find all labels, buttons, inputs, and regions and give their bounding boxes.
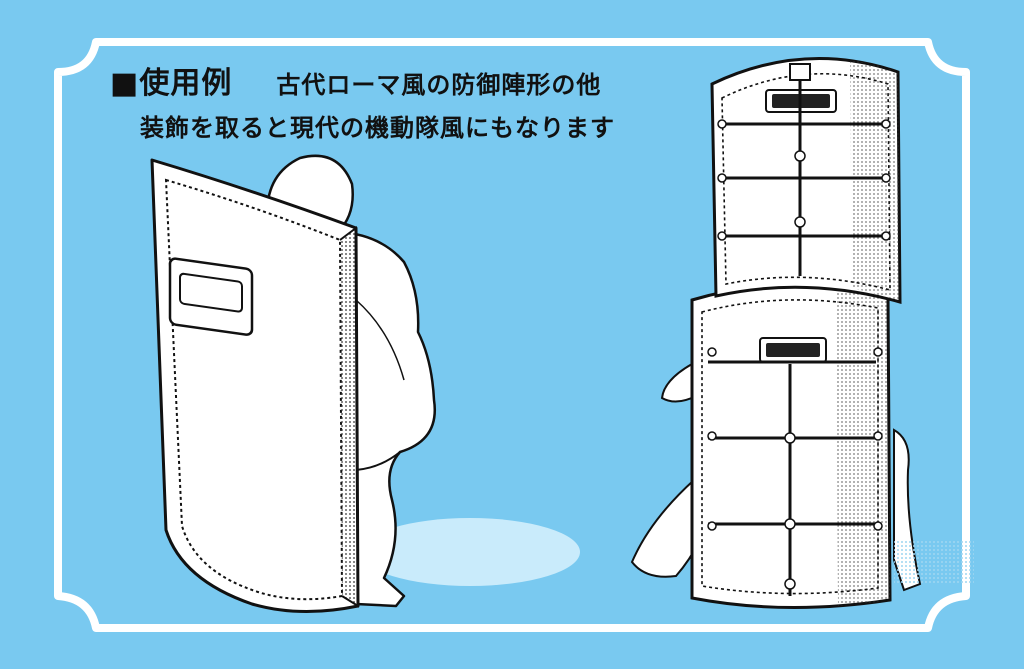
caption-line-2: 装飾を取ると現代の機動隊風にもなります: [140, 114, 615, 142]
floor-shadow-dots: [894, 540, 974, 584]
figure-legs: [630, 477, 702, 578]
right-shield-formation: [630, 57, 974, 610]
upper-shield: [710, 57, 902, 304]
decorative-frame: [54, 38, 970, 632]
left-figure-with-shield: [150, 154, 580, 614]
caption-line-1: 古代ローマ風の防御陣形の他: [276, 71, 602, 99]
figure-arm: [660, 362, 698, 403]
caption-first-line: ■使用例 古代ローマ風の防御陣形の他: [110, 58, 601, 102]
lower-shield: [690, 283, 892, 610]
floor-shadow: [360, 518, 580, 586]
shield-viewport: [168, 257, 254, 336]
caption-heading: ■使用例: [110, 66, 233, 101]
